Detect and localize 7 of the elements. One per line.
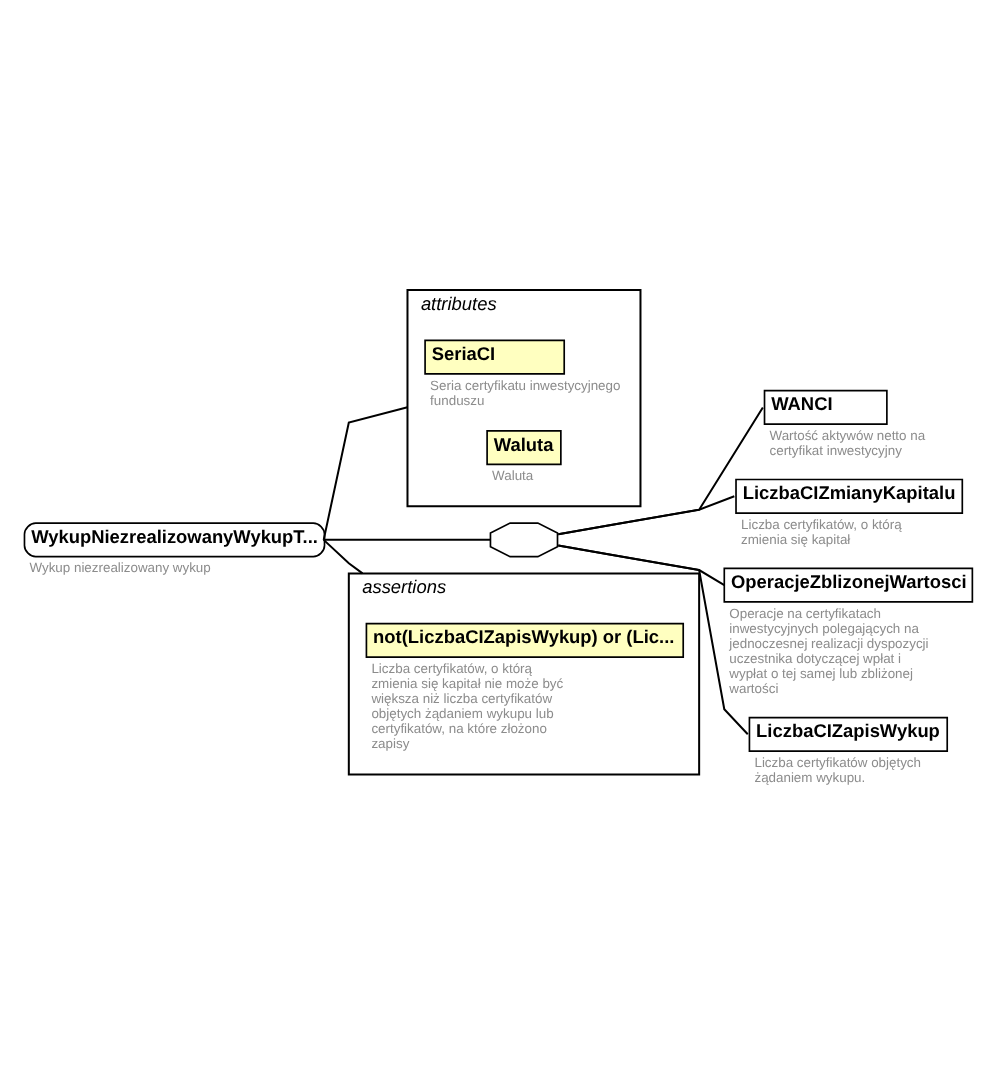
connector [322,406,408,541]
connector [323,538,491,541]
connector [558,495,735,536]
connector [323,539,364,575]
connector [558,406,764,536]
connector [558,544,749,735]
node-octagon [489,522,559,558]
